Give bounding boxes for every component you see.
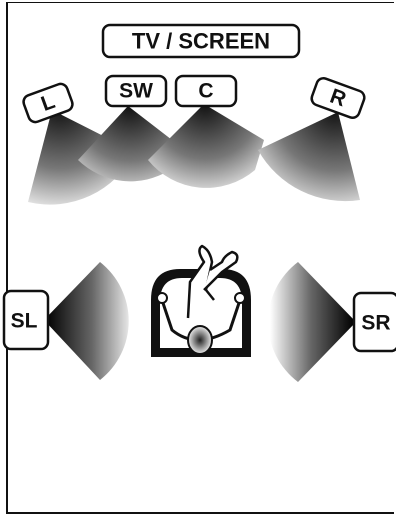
right-speaker-label: R [327,85,349,112]
subwoofer-label: SW [119,80,153,103]
tv-screen-label: TV / SCREEN [132,29,270,54]
right-speaker-sound-cone [258,112,360,202]
tv-screen-box: TV / SCREEN [101,23,301,59]
center-speaker-label: C [198,80,213,103]
person-in-chair-icon [151,244,251,357]
diagram-frame [6,2,394,514]
left-speaker: L [22,82,74,124]
surround-right-speaker: SR [352,291,396,353]
surround-right-sound-cone [268,262,356,382]
subwoofer-speaker: SW [104,74,168,108]
surround-left-speaker: SL [2,289,50,351]
surround-right-label: SR [361,312,390,335]
surround-left-label: SL [11,310,38,333]
center-speaker: C [174,74,238,108]
right-speaker: R [310,77,366,119]
surround-left-sound-cone [44,262,129,380]
center-speaker-sound-cone [148,104,264,188]
